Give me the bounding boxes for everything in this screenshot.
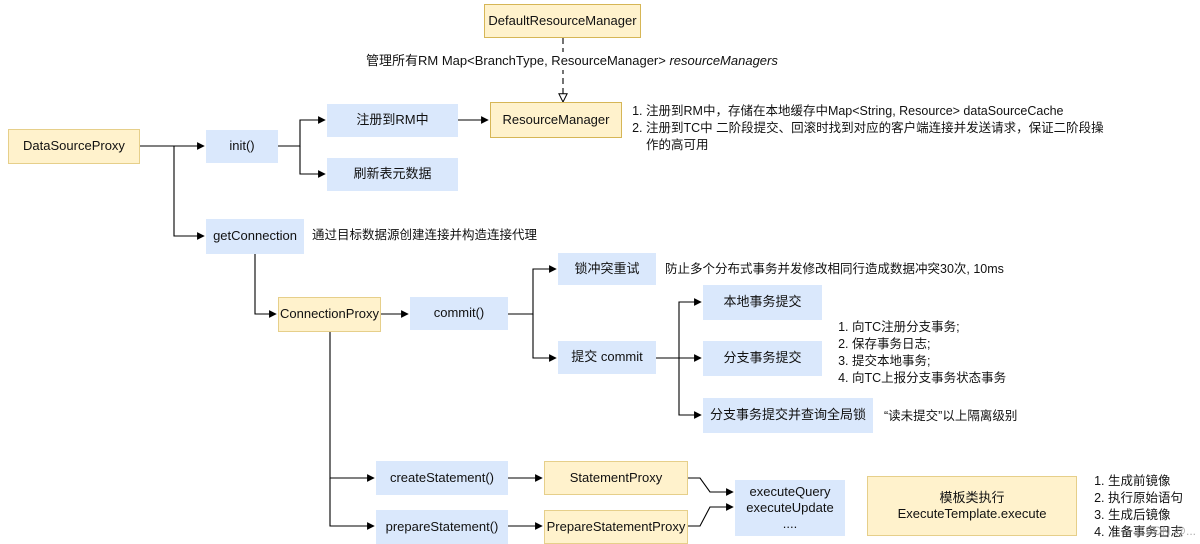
execute-update-label: executeUpdate [746,499,834,515]
rm-notes-list: 注册到RM中，存储在本地缓存中Map<String, Resource> dat… [628,103,1116,154]
template-step-item: 生成前镜像 [1108,473,1183,490]
lock-retry-node[interactable]: 锁冲突重试 [558,253,656,285]
refresh-metadata-node[interactable]: 刷新表元数据 [327,158,458,191]
edge-submit-to-globallock [678,358,702,419]
execute-template-node[interactable]: 模板类执行 ExecuteTemplate.execute [867,476,1077,536]
prepare-statement-proxy-node[interactable]: PrepareStatementProxy [544,510,688,544]
branch-step-item: 提交本地事务; [852,353,1006,370]
template-steps-list: 生成前镜像 执行原始语句 生成后镜像 准备事务日志 [1090,473,1183,541]
prepare-statement-node[interactable]: prepareStatement() [376,510,508,544]
template-step-item: 准备事务日志 [1108,524,1183,541]
rm-map-var: resourceManagers [669,53,778,68]
branch-step-item: 向TC上报分支事务状态事务 [852,370,1006,387]
branch-step-item: 向TC注册分支事务; [852,319,1006,336]
rm-note-item: 注册到RM中，存储在本地缓存中Map<String, Resource> dat… [646,103,1116,120]
execute-query-label: executeQuery [749,483,831,499]
branch-global-lock-node[interactable]: 分支事务提交并查询全局锁 [703,398,873,433]
template-step-item: 执行原始语句 [1108,490,1183,507]
rm-map-prefix: 管理所有RM Map<BranchType, ResourceManager> [366,53,670,68]
edge-sp-to-execute [688,477,734,496]
default-resource-manager-node[interactable]: DefaultResourceManager [484,4,641,38]
edge-submit-to-local [656,298,702,359]
register-rm-node[interactable]: 注册到RM中 [327,104,458,137]
template-exec-class: ExecuteTemplate.execute [897,506,1047,521]
branch-tx-commit-node[interactable]: 分支事务提交 [703,341,822,376]
edge-getconn-to-cp [254,254,277,318]
statement-proxy-node[interactable]: StatementProxy [544,461,688,495]
edge-cp-to-prepare [329,478,375,530]
template-exec-title: 模板类执行 [939,489,1005,505]
read-committed-note: “读未提交”以上隔离级别 [884,409,1018,423]
execute-methods-node[interactable]: executeQuery executeUpdate .... [735,480,845,536]
watermark: CSDN @... [1136,524,1196,538]
get-connection-node[interactable]: getConnection [206,219,304,254]
local-tx-commit-node[interactable]: 本地事务提交 [703,285,822,320]
edge-init-to-refresh [299,146,326,178]
branch-steps-list: 向TC注册分支事务; 保存事务日志; 提交本地事务; 向TC上报分支事务状态事务 [834,319,1006,387]
commit-submit-node[interactable]: 提交 commit [558,341,656,374]
execute-more-label: .... [782,516,798,532]
rm-note-item: 注册到TC中 二阶段提交、回滚时找到对应的客户端连接并发送请求，保证二阶段操作的… [646,120,1116,154]
data-source-proxy-node[interactable]: DataSourceProxy [8,129,140,164]
edge-cp-to-create [329,332,375,482]
get-connection-note: 通过目标数据源创建连接并构造连接代理 [312,228,538,242]
edge-init-to-register [278,116,326,147]
resource-manager-node[interactable]: ResourceManager [490,102,622,138]
init-node[interactable]: init() [206,130,278,163]
edge-commit-to-lockretry [508,265,557,315]
branch-step-item: 保存事务日志; [852,336,1006,353]
edge-commit-to-submit [532,314,557,362]
edge-dsp-to-getconn [173,146,205,240]
connection-proxy-node[interactable]: ConnectionProxy [278,297,381,332]
commit-node[interactable]: commit() [410,297,508,330]
lock-retry-note: 防止多个分布式事务并发修改相同行造成数据冲突30次, 10ms [665,262,1004,276]
create-statement-node[interactable]: createStatement() [376,461,508,495]
rm-map-annotation: 管理所有RM Map<BranchType, ResourceManager> … [366,52,778,70]
edge-psp-to-execute [688,503,734,527]
template-step-item: 生成后镜像 [1108,507,1183,524]
